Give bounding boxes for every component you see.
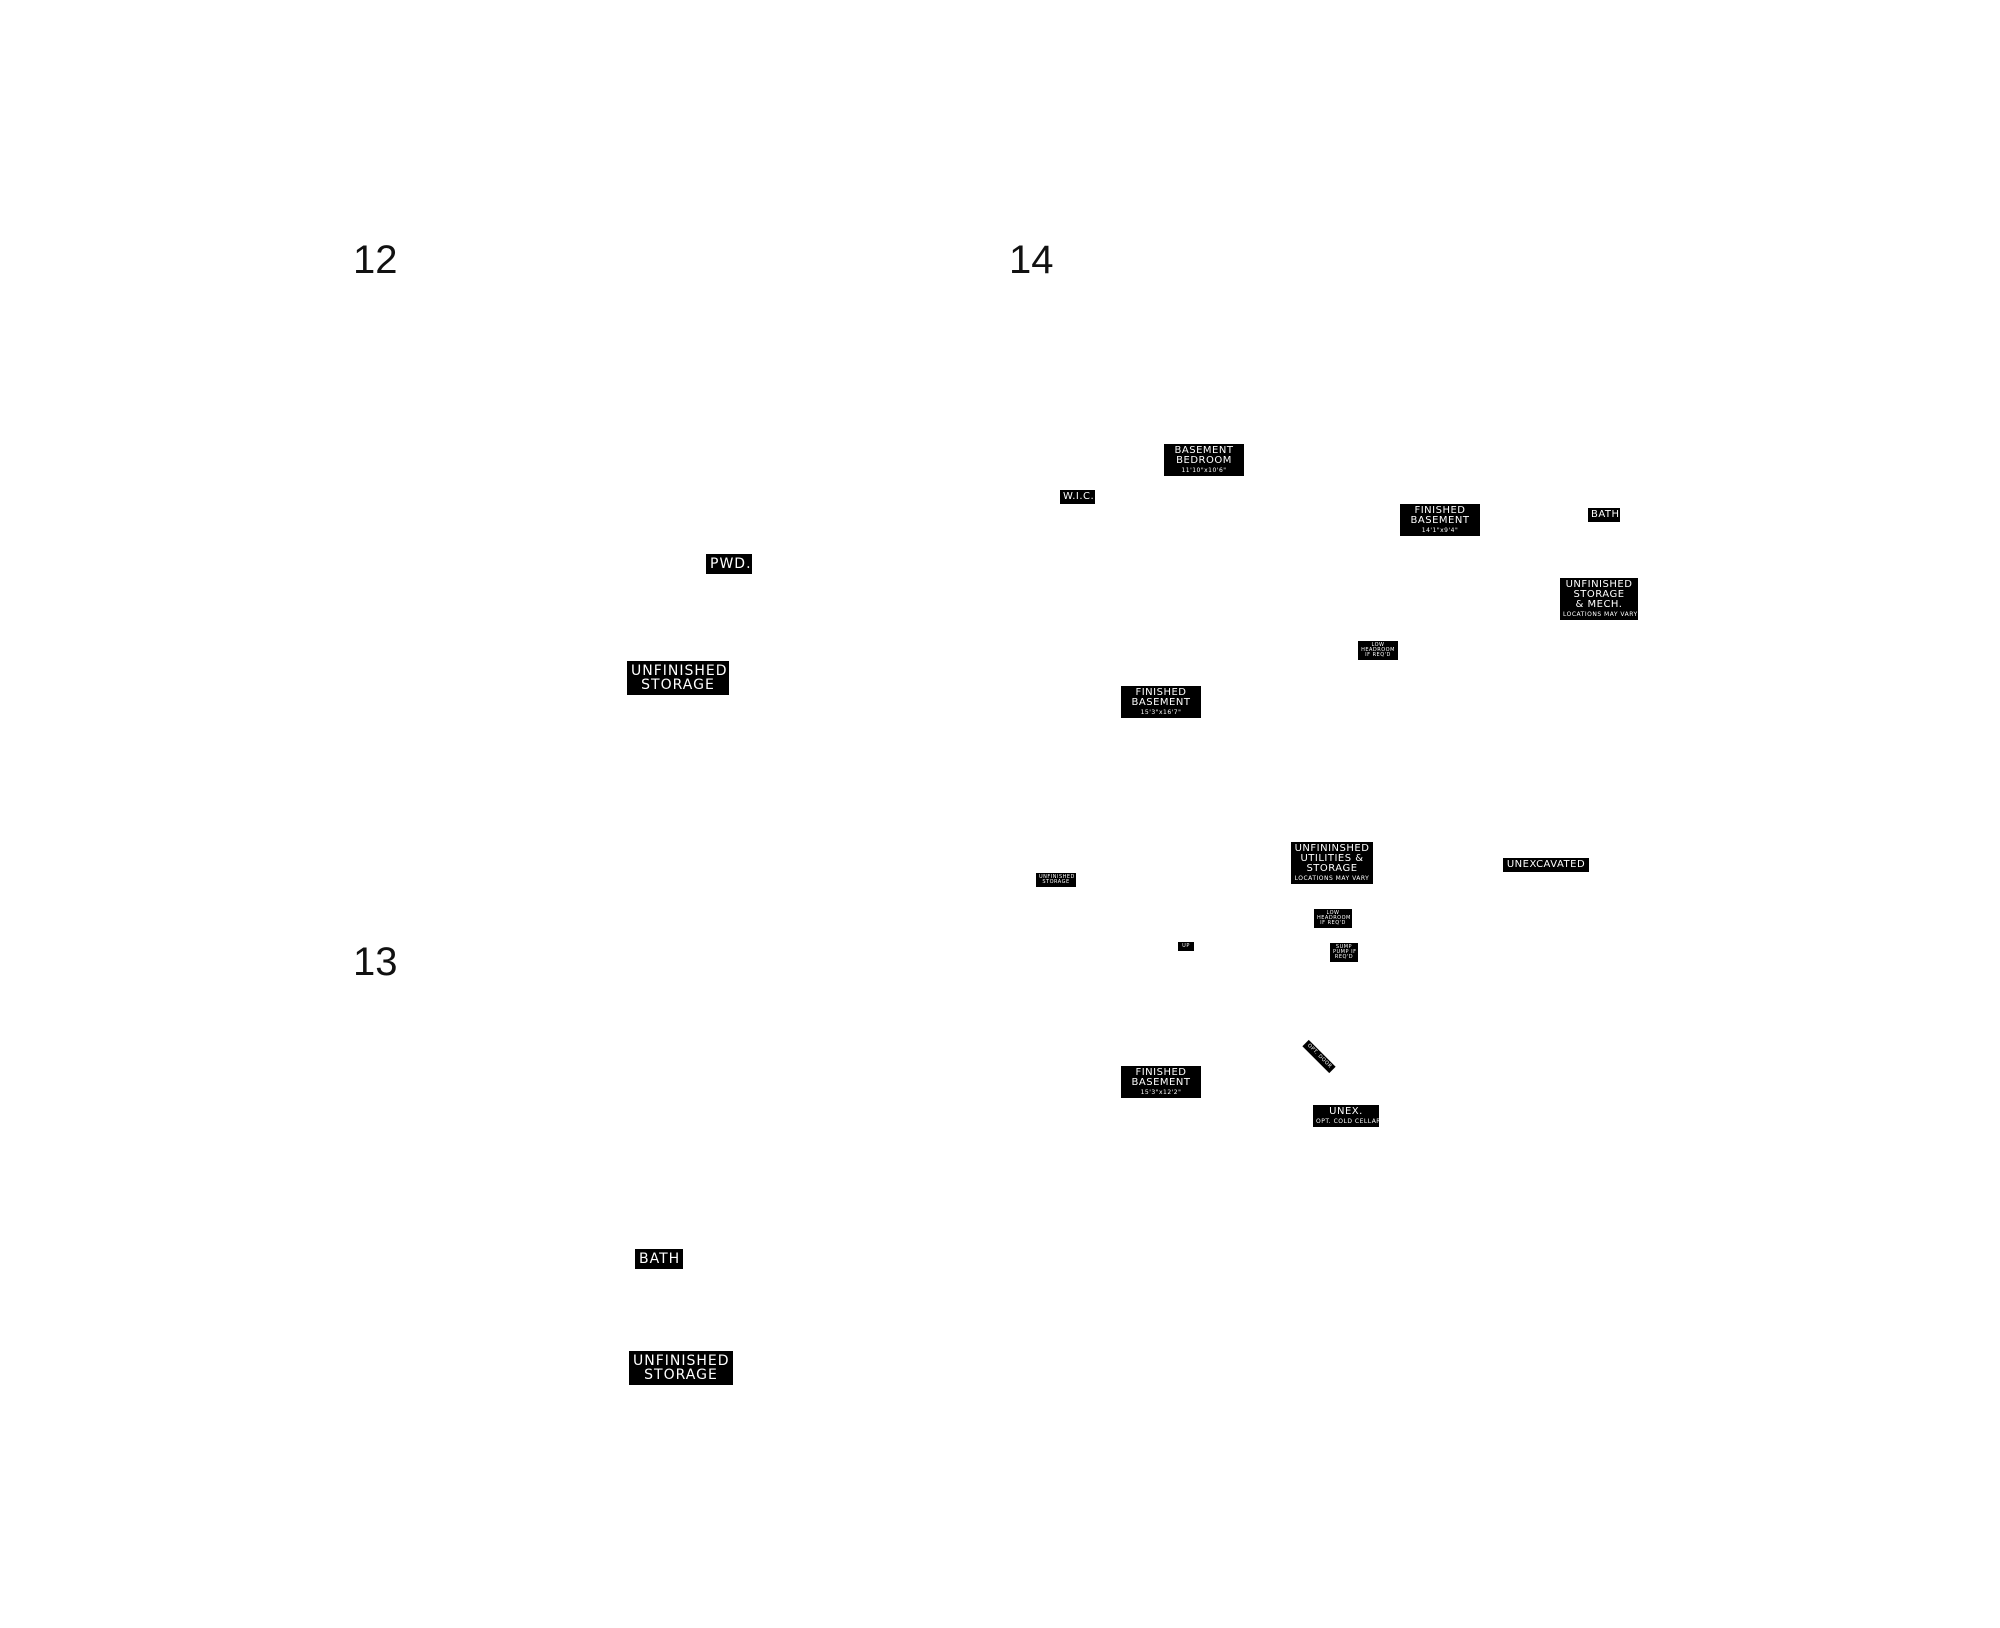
room-dimensions: 15'3"x16'7" xyxy=(1140,709,1182,716)
note-optional-door: OPT. DOOR xyxy=(1302,1039,1336,1074)
note-line: IF REQ'D xyxy=(1320,920,1346,926)
room-label-bath: BATH xyxy=(635,1249,683,1269)
room-label-wic: W.I.C. xyxy=(1060,490,1095,504)
room-label-text: UNEXCAVATED xyxy=(1506,859,1586,870)
room-label-line: FINISHED xyxy=(1414,505,1466,516)
note-line: HEADROOM xyxy=(1317,915,1351,921)
room-label-line: FINISHED xyxy=(1135,687,1187,698)
room-note: LOCATIONS MAY VARY xyxy=(1294,875,1370,882)
room-label-line: BEDROOM xyxy=(1176,455,1232,466)
room-label-line: BASEMENT xyxy=(1174,445,1234,456)
room-label-line: STORAGE xyxy=(641,677,715,693)
room-note: OPT. COLD CELLAR xyxy=(1316,1118,1381,1125)
room-label-unfinished-storage: UNFINISHED STORAGE xyxy=(629,1351,733,1385)
note-low-headroom: LOW HEADROOM IF REQ'D xyxy=(1314,909,1352,928)
note-line: OPT. DOOR xyxy=(1305,1042,1333,1070)
room-label-line: BASEMENT xyxy=(1131,1077,1191,1088)
room-label-line: STORAGE xyxy=(1573,589,1625,600)
plan-number-13: 13 xyxy=(353,940,398,984)
plan-number-12: 12 xyxy=(353,238,398,282)
room-label-utilities-storage: UNFININSHED UTILITIES & STORAGE LOCATION… xyxy=(1291,842,1373,884)
room-label-text: UNEX. xyxy=(1329,1106,1363,1117)
room-label-text: BATH xyxy=(639,1251,681,1267)
room-note: LOCATIONS MAY VARY xyxy=(1563,611,1638,618)
note-low-headroom: LOW HEADROOM IF REQ'D xyxy=(1358,641,1398,660)
room-label-line: UNFINISHED xyxy=(1039,874,1075,880)
stair-label-up: UP xyxy=(1178,942,1194,951)
note-line: PUMP IF xyxy=(1333,949,1357,955)
room-label-finished-basement: FINISHED BASEMENT 14'1"x9'4" xyxy=(1400,504,1480,536)
room-label-line: STORAGE xyxy=(1306,863,1358,874)
stair-label-text: UP xyxy=(1182,943,1190,949)
room-label-line: BASEMENT xyxy=(1410,515,1470,526)
note-line: HEADROOM xyxy=(1361,647,1395,653)
room-dimensions: 14'1"x9'4" xyxy=(1421,527,1459,534)
room-label-unfinished-storage: UNFINISHED STORAGE xyxy=(1036,873,1076,887)
room-dimensions: 11'10"x10'6" xyxy=(1181,467,1227,474)
room-label-storage-mech: UNFINISHED STORAGE & MECH. LOCATIONS MAY… xyxy=(1560,578,1638,620)
room-label-unfinished-storage: UNFINISHED STORAGE xyxy=(627,661,729,695)
room-label-line: UNFINISHED xyxy=(1565,579,1633,590)
room-label-finished-basement: FINISHED BASEMENT 15'3"x12'2" xyxy=(1121,1066,1201,1098)
room-label-text: W.I.C. xyxy=(1063,491,1095,502)
room-label-line: & MECH. xyxy=(1575,599,1623,610)
room-label-line: BASEMENT xyxy=(1131,697,1191,708)
room-label-powder: PWD. xyxy=(706,554,752,574)
room-label-text: PWD. xyxy=(710,556,752,572)
room-label-line: UNFINISHED xyxy=(633,1353,730,1369)
note-line: LOW xyxy=(1326,910,1340,916)
room-dimensions: 15'3"x12'2" xyxy=(1140,1089,1182,1096)
room-label-line: FINISHED xyxy=(1135,1067,1187,1078)
note-sump-pump: SUMP PUMP IF REQ'D xyxy=(1330,943,1358,962)
note-line: REQ'D xyxy=(1334,954,1354,960)
room-label-text: BATH xyxy=(1591,509,1620,520)
room-label-line: UNFINISHED xyxy=(631,663,728,679)
room-label-bath: BATH xyxy=(1588,508,1620,522)
room-label-finished-basement: FINISHED BASEMENT 15'3"x16'7" xyxy=(1121,686,1201,718)
room-label-unexcavated-cold-cellar: UNEX. OPT. COLD CELLAR xyxy=(1313,1105,1381,1127)
room-label-unexcavated: UNEXCAVATED xyxy=(1503,858,1589,872)
plan-number-14: 14 xyxy=(1009,238,1054,282)
room-label-line: UNFININSHED xyxy=(1294,843,1370,854)
room-label-line: STORAGE xyxy=(1042,879,1070,885)
room-label-line: UTILITIES & xyxy=(1300,853,1364,864)
note-line: IF REQ'D xyxy=(1365,652,1391,658)
note-line: SUMP xyxy=(1335,944,1353,950)
note-line: LOW xyxy=(1371,642,1385,648)
room-label-line: STORAGE xyxy=(644,1367,718,1383)
room-label-basement-bedroom: BASEMENT BEDROOM 11'10"x10'6" xyxy=(1164,444,1244,476)
